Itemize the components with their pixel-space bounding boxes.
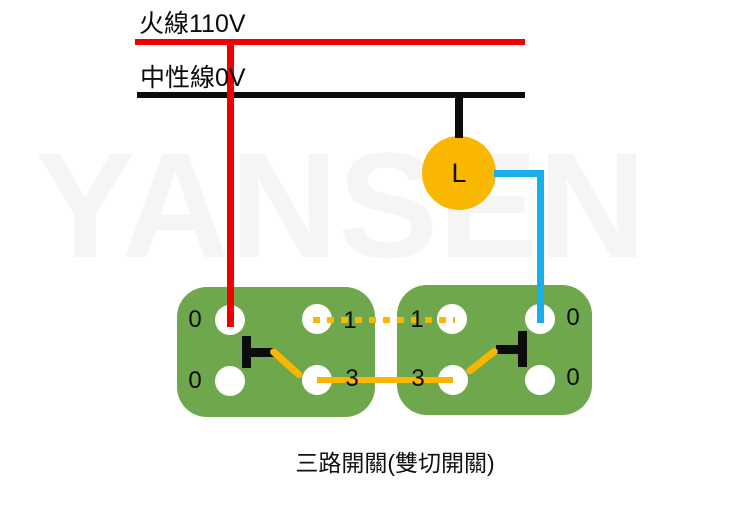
right-switch-terminal-common-bottom: [525, 365, 555, 395]
live-wire-drop-to-switch: [227, 39, 234, 327]
lamp-circle: L: [422, 136, 496, 210]
neutral-wire-drop-to-lamp: [455, 94, 463, 138]
right-switch-lever-arm: [496, 345, 523, 354]
lamp-return-wire-horizontal: [494, 170, 544, 177]
diagram-caption: 三路開關(雙切開關): [295, 450, 495, 476]
traveler-wire-1-dotted: [313, 317, 455, 323]
traveler-wire-3-solid: [317, 377, 453, 383]
left-terminal-label-3: 3: [345, 365, 359, 392]
lamp-return-wire-vertical: [537, 170, 544, 323]
left-terminal-label-0-top: 0: [188, 306, 202, 333]
live-wire-label: 火線110V: [139, 10, 246, 38]
right-terminal-label-1: 1: [410, 306, 424, 333]
neutral-wire-label: 中性線0V: [140, 64, 246, 92]
neutral-wire-horizontal: [137, 92, 525, 98]
lamp-label: L: [451, 157, 467, 188]
left-terminal-label-0-bottom: 0: [188, 367, 202, 394]
left-switch-lever-arm: [246, 348, 274, 357]
right-terminal-label-0-bottom: 0: [566, 364, 580, 391]
right-terminal-label-0-top: 0: [566, 304, 580, 331]
watermark-text: YANSEN: [35, 121, 647, 289]
live-wire-horizontal: [135, 39, 525, 45]
left-terminal-label-1: 1: [343, 307, 357, 334]
left-switch-terminal-common-bottom: [215, 366, 245, 396]
right-terminal-label-3: 3: [411, 365, 425, 392]
